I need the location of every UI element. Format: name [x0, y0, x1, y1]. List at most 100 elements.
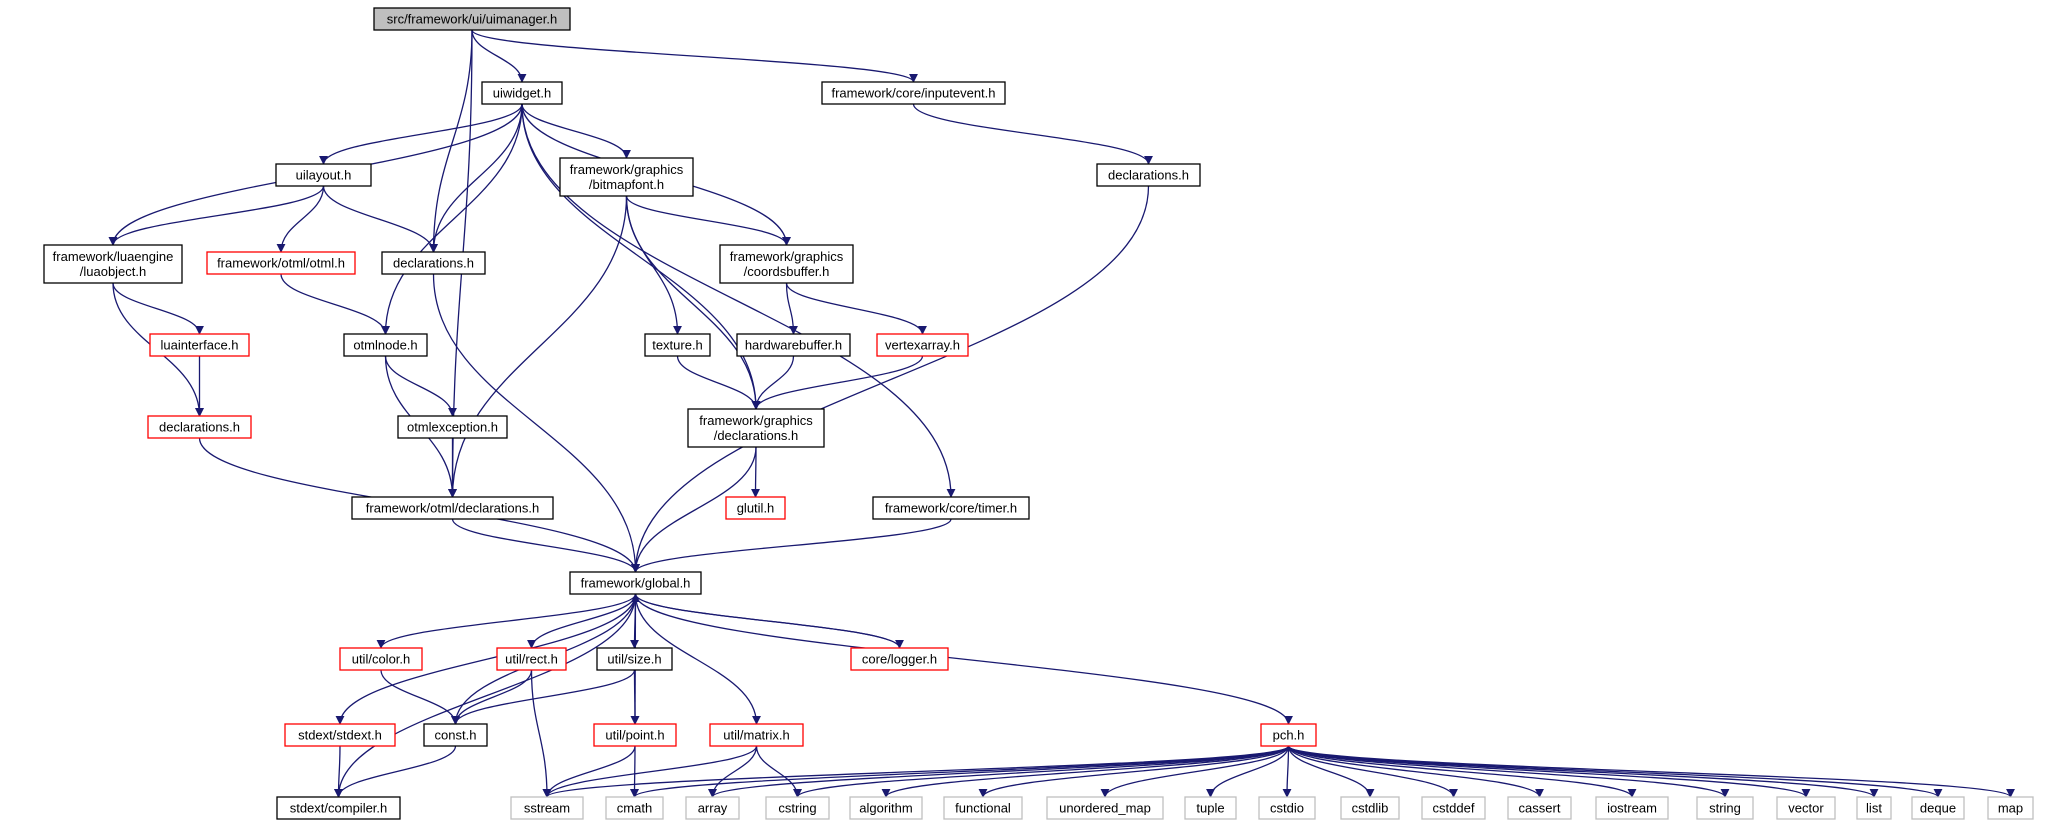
node-label: declarations.h: [393, 256, 474, 271]
edge-pch-to-unordered_map: [1100, 745, 1290, 798]
node-luainterface[interactable]: luainterface.h: [149, 333, 250, 357]
node-decl-core[interactable]: declarations.h: [1096, 163, 1201, 187]
node-uilayout[interactable]: uilayout.h: [275, 163, 372, 187]
edge-global-to-pch: [634, 593, 1293, 725]
node-deque[interactable]: deque: [1911, 796, 1965, 820]
node-label: unordered_map: [1059, 801, 1151, 816]
node-tuple[interactable]: tuple: [1184, 796, 1237, 820]
edge-size-to-const: [451, 669, 636, 725]
node-box: [481, 81, 563, 105]
node-matrix[interactable]: util/matrix.h: [709, 723, 804, 747]
node-glutil[interactable]: glutil.h: [725, 496, 786, 520]
node-label: pch.h: [1273, 728, 1305, 743]
node-cassert[interactable]: cassert: [1507, 796, 1572, 820]
node-label: list: [1866, 801, 1882, 816]
node-label: hardwarebuffer.h: [745, 338, 842, 353]
node-label: uilayout.h: [296, 168, 352, 183]
node-hardwarebuffer[interactable]: hardwarebuffer.h: [736, 333, 851, 357]
node-const[interactable]: const.h: [423, 723, 488, 747]
node-label: cstddef: [1433, 801, 1475, 816]
node-box: [719, 244, 854, 284]
edge-uiwidget-to-timer: [521, 103, 956, 498]
node-sstream[interactable]: sstream: [510, 796, 584, 820]
node-coordsbuffer[interactable]: framework/graphics/coordsbuffer.h: [719, 244, 854, 284]
node-iostream[interactable]: iostream: [1595, 796, 1669, 820]
node-texture[interactable]: texture.h: [644, 333, 711, 357]
edge-global-to-stdext: [335, 593, 637, 725]
edge-bitmapfont-to-coordsbuffer: [625, 195, 791, 246]
node-point[interactable]: util/point.h: [593, 723, 677, 747]
node-stdext[interactable]: stdext/stdext.h: [284, 723, 396, 747]
node-pch[interactable]: pch.h: [1260, 723, 1317, 747]
node-compiler[interactable]: stdext/compiler.h: [276, 796, 401, 820]
node-box: [687, 408, 825, 448]
node-map[interactable]: map: [1987, 796, 2034, 820]
node-cmath[interactable]: cmath: [605, 796, 664, 820]
node-box: [849, 796, 923, 820]
node-timer[interactable]: framework/core/timer.h: [872, 496, 1030, 520]
node-label: vertexarray.h: [885, 338, 960, 353]
edge-coordsbuffer-to-hardwarebuffer: [785, 282, 798, 335]
node-algorithm[interactable]: algorithm: [849, 796, 923, 820]
node-otml-decl[interactable]: framework/otml/declarations.h: [351, 496, 554, 520]
node-label: util/size.h: [607, 652, 661, 667]
node-global[interactable]: framework/global.h: [569, 571, 702, 595]
node-decl-lua[interactable]: declarations.h: [147, 415, 252, 439]
node-label: framework/core/timer.h: [885, 501, 1017, 516]
node-string[interactable]: string: [1696, 796, 1754, 820]
node-vertexarray[interactable]: vertexarray.h: [876, 333, 969, 357]
node-uimanager[interactable]: src/framework/ui/uimanager.h: [373, 7, 571, 31]
edge-timer-to-global: [631, 518, 952, 573]
edge-color-to-const: [380, 669, 460, 725]
node-cstdlib[interactable]: cstdlib: [1340, 796, 1400, 820]
node-box: [43, 244, 183, 284]
node-luaobject[interactable]: framework/luaengine/luaobject.h: [43, 244, 183, 284]
node-box: [644, 333, 711, 357]
node-decl-ui[interactable]: declarations.h: [381, 251, 486, 275]
node-label: cstring: [778, 801, 816, 816]
node-inputevent[interactable]: framework/core/inputevent.h: [821, 81, 1006, 105]
node-unordered-map[interactable]: unordered_map: [1046, 796, 1164, 820]
node-cstring[interactable]: cstring: [765, 796, 830, 820]
node-otmlexception[interactable]: otmlexception.h: [397, 415, 508, 439]
node-cstddef[interactable]: cstddef: [1421, 796, 1486, 820]
node-vector[interactable]: vector: [1776, 796, 1836, 820]
edge-uimanager-to-uiwidget: [471, 29, 527, 83]
node-color[interactable]: util/color.h: [339, 647, 423, 671]
node-label: /bitmapfont.h: [589, 177, 664, 192]
node-label: framework/graphics: [699, 413, 813, 428]
node-functional[interactable]: functional: [943, 796, 1023, 820]
node-array[interactable]: array: [685, 796, 740, 820]
node-logger[interactable]: core/logger.h: [850, 647, 949, 671]
node-size[interactable]: util/size.h: [596, 647, 673, 671]
node-list[interactable]: list: [1856, 796, 1892, 820]
node-label: map: [1998, 801, 2023, 816]
node-bitmapfont[interactable]: framework/graphics/bitmapfont.h: [559, 157, 694, 197]
node-label: array: [698, 801, 728, 816]
node-box: [821, 81, 1006, 105]
node-otmlnode[interactable]: otmlnode.h: [343, 333, 428, 357]
edge-uimanager-to-decl_ui: [429, 29, 473, 253]
node-box: [596, 647, 673, 671]
node-uiwidget[interactable]: uiwidget.h: [481, 81, 563, 105]
node-box: [1776, 796, 1836, 820]
node-box: [593, 723, 677, 747]
edge-logger-to-global: [631, 593, 901, 649]
node-layer: src/framework/ui/uimanager.h uiwidget.h fr…: [43, 7, 2034, 820]
node-box: [149, 333, 250, 357]
edge-bitmapfont-to-otml_decl: [448, 195, 628, 498]
node-rect[interactable]: util/rect.h: [496, 647, 567, 671]
node-otml[interactable]: framework/otml/otml.h: [206, 251, 356, 275]
edge-pch-to-iostream: [1287, 745, 1637, 798]
edge-decl_ui-to-global: [432, 273, 640, 573]
node-cstdio[interactable]: cstdio: [1258, 796, 1316, 820]
node-box: [559, 157, 694, 197]
node-box: [685, 796, 740, 820]
edge-global-to-color: [376, 593, 637, 649]
node-label: string: [1709, 801, 1741, 816]
node-box: [276, 796, 401, 820]
node-gfx-decl[interactable]: framework/graphics/declarations.h: [687, 408, 825, 448]
node-label: src/framework/ui/uimanager.h: [387, 12, 558, 27]
node-box: [206, 251, 356, 275]
